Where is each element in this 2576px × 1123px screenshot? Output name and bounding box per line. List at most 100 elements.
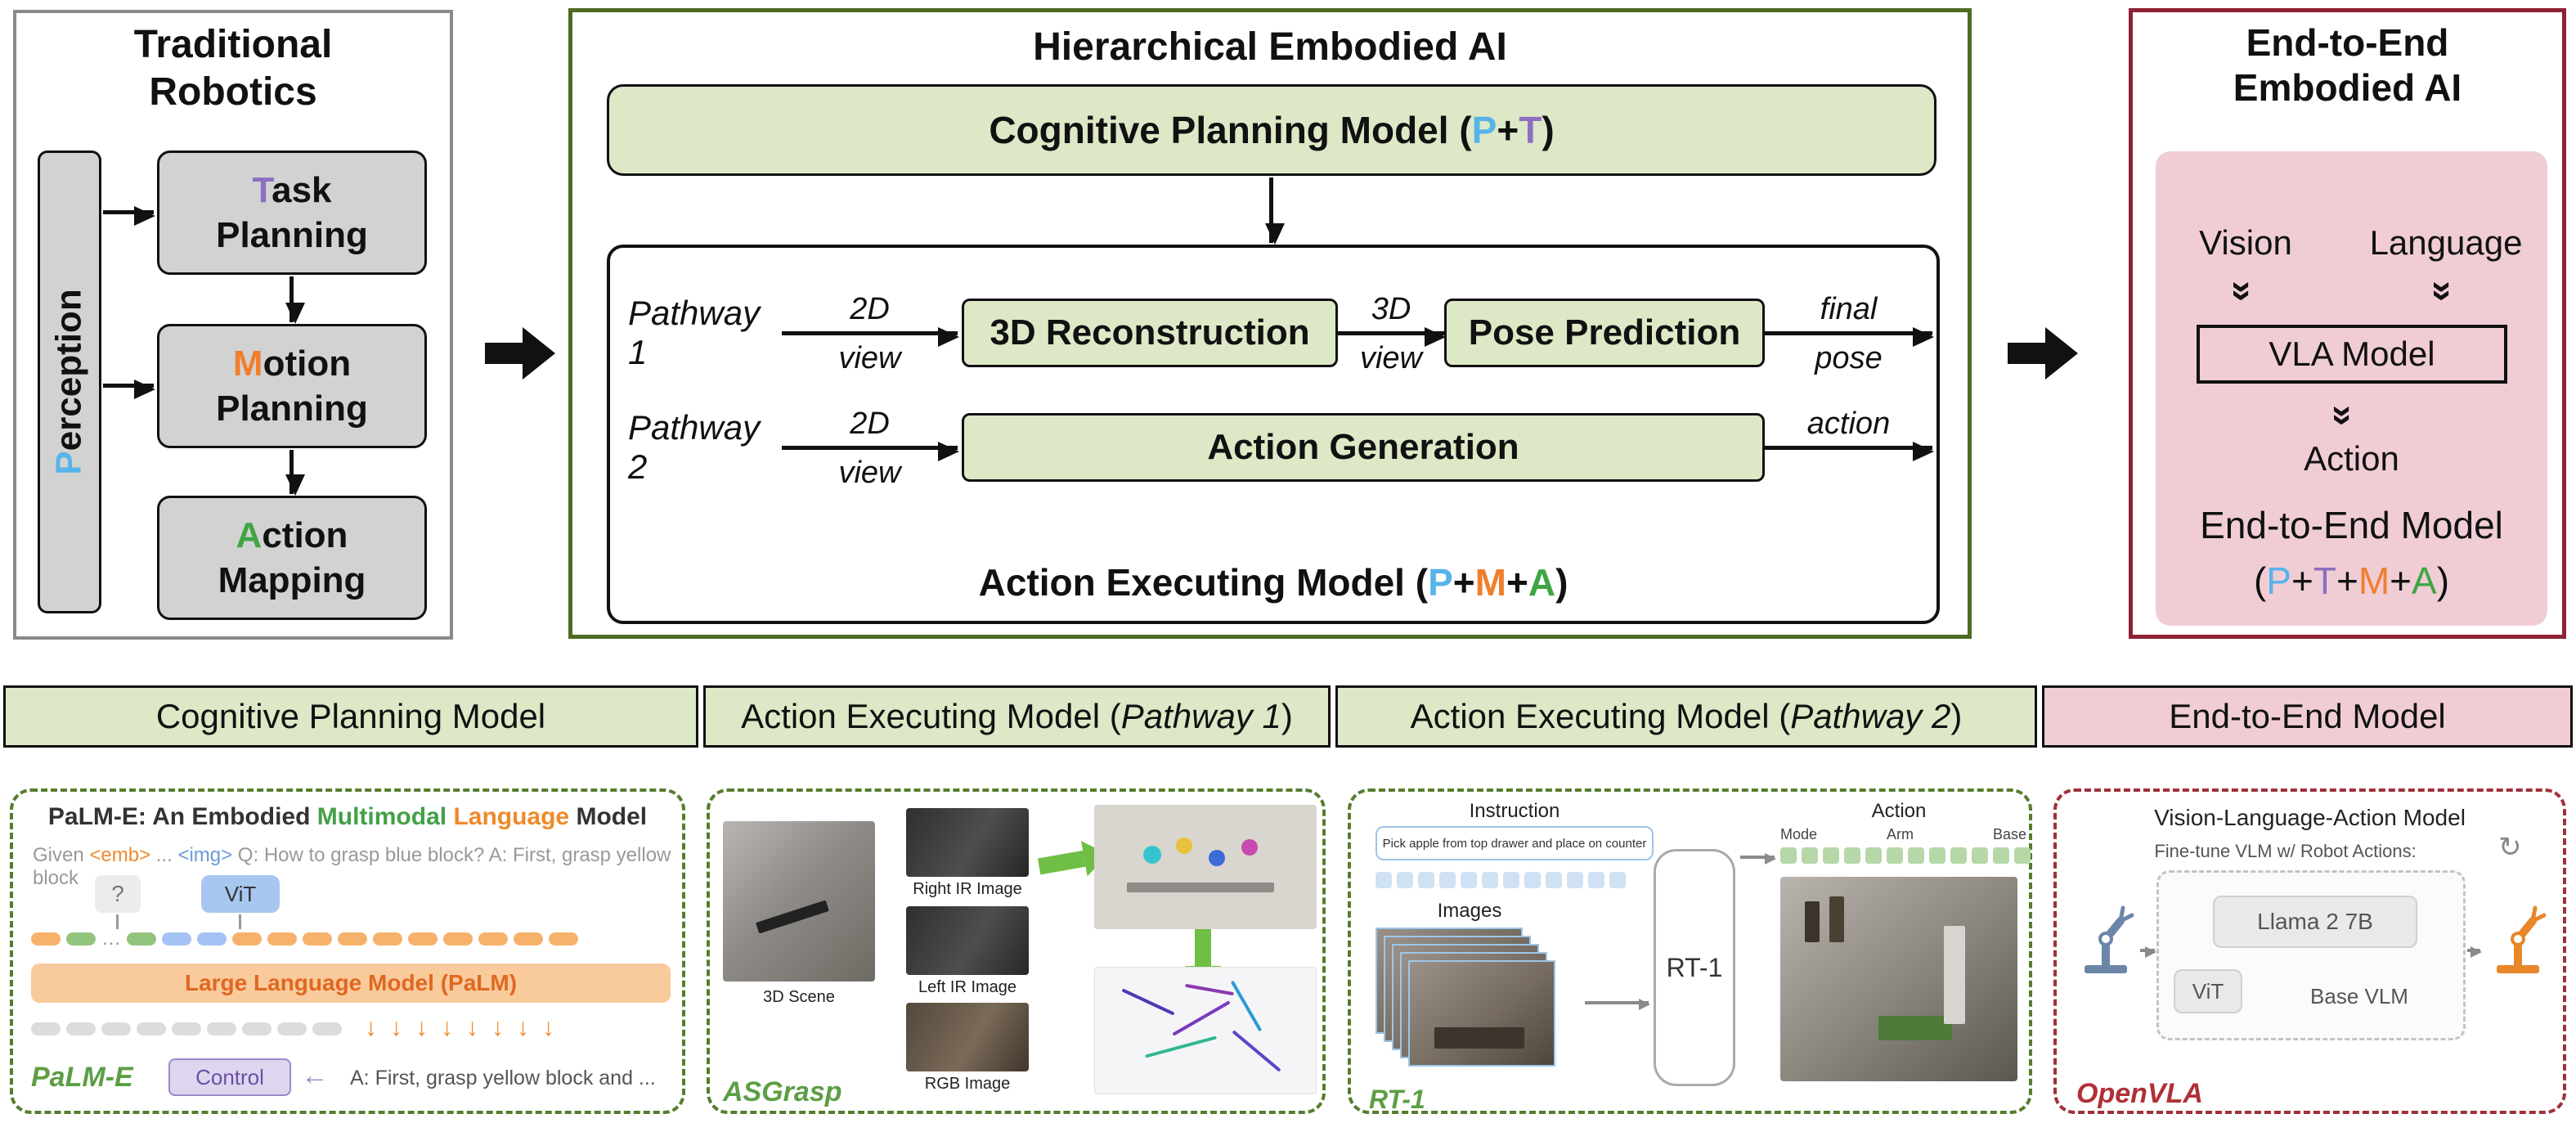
motion-line2: Planning — [216, 389, 368, 429]
connector-line — [239, 914, 241, 929]
traditional-title-line1: Traditional — [133, 23, 333, 66]
palme-prompt-line: Given <emb> ... <img> Q: How to grasp bl… — [33, 844, 682, 890]
robot-arm-icon — [2485, 896, 2551, 982]
task-to-motion-arrow — [285, 276, 305, 324]
base-label: Base — [1993, 826, 2027, 842]
e2e-model-label: End-to-End Model — [2200, 504, 2503, 546]
decoration — [1434, 1027, 1524, 1049]
openvla-title: Vision-Language-Action Model — [2154, 805, 2466, 830]
section-band: Cognitive Planning Model Action Executin… — [0, 685, 2576, 748]
aem-m: M — [1474, 561, 1506, 604]
token — [514, 932, 543, 946]
reconstruction-box: 3D Reconstruction — [962, 299, 1338, 367]
decoration — [1185, 983, 1234, 996]
e2e-title-line1: End-to-End — [2246, 21, 2449, 64]
palme-title-pre: PaLM-E: An Embodied — [47, 803, 317, 830]
token — [1929, 847, 1945, 864]
token — [408, 932, 438, 946]
aem-close: ) — [1555, 561, 1568, 604]
right-ir-photo — [906, 808, 1029, 877]
decoration — [1805, 901, 1820, 942]
token — [267, 932, 297, 946]
arrow-line — [782, 327, 959, 347]
band-end-to-end: End-to-End Model — [2042, 685, 2573, 748]
palme-decode-arrows: ↓↓↓↓↓↓↓↓ — [365, 1014, 554, 1042]
hierarchical-panel: Hierarchical Embodied AI Cognitive Plann… — [568, 8, 1972, 639]
traditional-title-line2: Robotics — [149, 70, 317, 114]
token — [242, 1022, 272, 1035]
cpm-close: ) — [1542, 109, 1555, 151]
rt1-model-name: RT-1 — [1369, 1085, 1425, 1114]
task-line1: Task — [216, 168, 368, 213]
openvla-subtitle: Fine-tune VLM w/ Robot Actions: — [2154, 841, 2417, 861]
images-label: Images — [1437, 900, 1502, 922]
action-label: Action — [1871, 800, 1927, 822]
cpm-t: T — [1519, 109, 1542, 151]
token — [303, 932, 332, 946]
flow-arrow-icon — [2008, 327, 2078, 380]
band-pathway1: Action Executing Model (Pathway 1) — [703, 685, 1331, 748]
rt1-model-box: RT-1 — [1654, 849, 1735, 1086]
rt1-panel: Instruction Pick apple from top drawer a… — [1348, 788, 2032, 1114]
band-h1-text: Cognitive Planning Model — [155, 697, 546, 735]
aem-plus1: + — [1452, 561, 1475, 604]
control-arrow-icon: ← — [301, 1060, 329, 1091]
token — [66, 1022, 96, 1035]
action-rest: ction — [262, 515, 348, 555]
traditional-title: Traditional Robotics — [16, 21, 450, 115]
decoration — [1172, 1000, 1231, 1036]
pathway1-output-arrow: final pose — [1765, 294, 1934, 374]
instruction-label: Instruction — [1469, 800, 1560, 822]
pathway1-input-arrow: 2D view — [782, 294, 959, 374]
motion-planning-box: Motion Planning — [157, 324, 427, 448]
instruction-box: Pick apple from top drawer and place on … — [1376, 826, 1654, 860]
question-box: ? — [95, 875, 141, 913]
token — [207, 1022, 236, 1035]
image-stack — [1376, 928, 1565, 1076]
openvla-panel: Vision-Language-Action Model Fine-tune V… — [2053, 788, 2566, 1114]
prompt-dots: ... — [150, 844, 178, 866]
token — [137, 1022, 166, 1035]
cpm-plus: + — [1497, 109, 1519, 151]
token — [1823, 847, 1839, 864]
decoration — [1143, 846, 1161, 864]
decoration — [1878, 1016, 1952, 1040]
letter-t: T — [2313, 559, 2336, 602]
decoration — [1944, 926, 1965, 1024]
robot-photo — [1780, 877, 2017, 1081]
palme-input-tokens: … — [31, 929, 578, 949]
token — [1397, 872, 1413, 888]
token — [1844, 847, 1860, 864]
e2e-title-line2: Embodied AI — [2233, 66, 2462, 110]
token — [1546, 872, 1562, 888]
pathway2-input-arrow: 2D view — [782, 408, 959, 488]
token — [197, 932, 227, 946]
robot-to-vlm-arrow — [2140, 946, 2156, 958]
token — [338, 932, 367, 946]
decoration — [1127, 883, 1274, 892]
motion-rest: otion — [263, 344, 352, 384]
token — [1524, 872, 1541, 888]
action-mapping-box: Action Mapping — [157, 496, 427, 620]
decoration — [1230, 980, 1263, 1032]
rgb-photo — [906, 1003, 1029, 1071]
token — [1418, 872, 1434, 888]
token: ↓ — [542, 1014, 554, 1041]
plus: + — [2390, 559, 2412, 602]
pathway2-label: Pathway 2 — [628, 408, 761, 486]
pathway2-out-label: action — [1806, 407, 1891, 441]
action-generation-box: Action Generation — [962, 413, 1765, 482]
palme-answer-text: A: First, grasp yellow block and ... — [350, 1067, 656, 1089]
base-vlm-container: Llama 2 7B ViT Base VLM — [2156, 870, 2466, 1040]
pathway1-mid-label-bottom: view — [1359, 341, 1423, 375]
cpm-p: P — [1471, 109, 1497, 151]
band-pathway2: Action Executing Model (Pathway 2) — [1335, 685, 2037, 748]
token: ↓ — [365, 1014, 377, 1041]
paren-close: ) — [2436, 559, 2450, 602]
end-to-end-panel: End-to-End Embodied AI Vision Language »… — [2129, 8, 2566, 639]
left-ir-label: Left IR Image — [918, 978, 1017, 996]
refresh-icon: ↻ — [2498, 832, 2522, 863]
token — [1887, 847, 1903, 864]
arm-label: Arm — [1887, 826, 1914, 842]
flow-arrow-shaft — [485, 343, 523, 364]
